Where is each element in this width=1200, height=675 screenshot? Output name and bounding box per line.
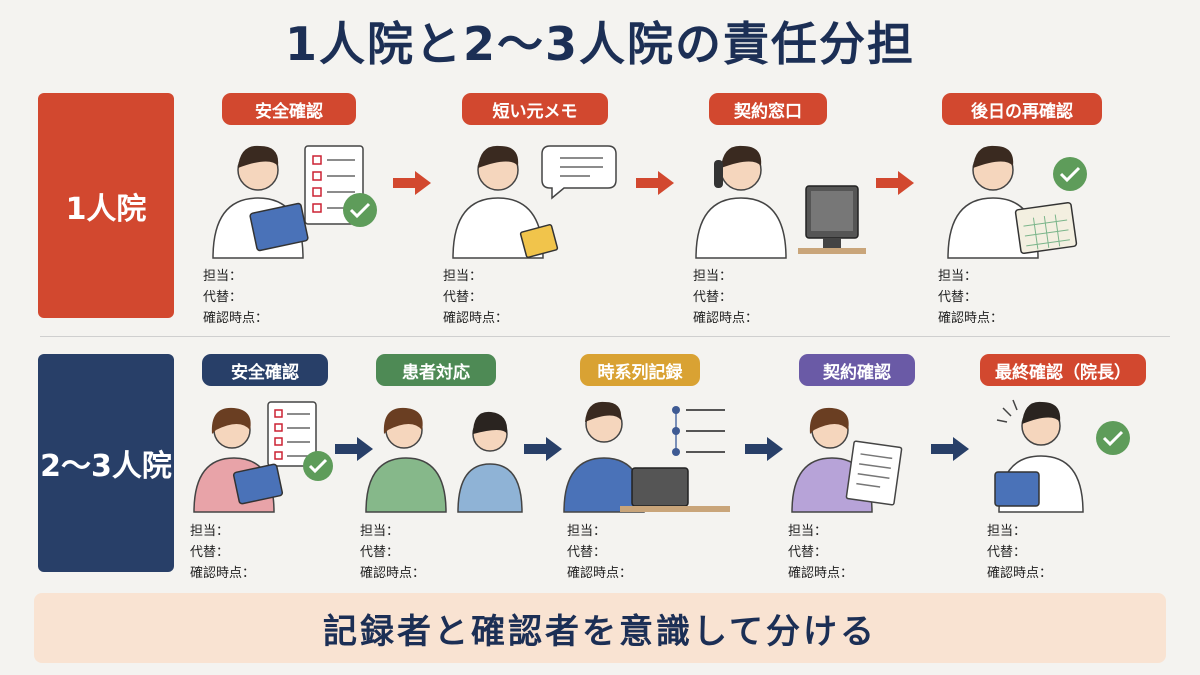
field-kakunin: 確認時点： (203, 311, 269, 326)
field-block: 担当： 代替： 確認時点： (938, 266, 1003, 329)
field-daitai: 代替： (938, 290, 978, 305)
page-title: 1人院と2～3人院の責任分担 (284, 17, 916, 71)
field-daitai: 代替： (360, 545, 400, 560)
nurse-clipboard-illustration (193, 401, 333, 513)
field-tanto: 担当： (788, 524, 828, 539)
field-daitai: 代替： (987, 545, 1027, 560)
field-tanto: 担当： (693, 269, 733, 284)
field-kakunin: 確認時点： (938, 311, 1004, 326)
field-tanto: 担当： (567, 524, 607, 539)
field-daitai: 代替： (567, 545, 607, 560)
arrow-right-icon (745, 437, 783, 461)
row-label-small-team: 2～3人院 (38, 354, 174, 572)
arrow-right-icon (524, 437, 562, 461)
field-block: 担当： 代替： 確認時点： (788, 521, 853, 584)
calendar-person-illustration (947, 145, 1087, 259)
patient-conversation-illustration (365, 407, 523, 513)
field-block: 担当： 代替： 確認時点： (203, 266, 268, 329)
step-pill: 安全確認 (222, 93, 356, 125)
footer-message: 記録者と確認者を意識して分ける (34, 593, 1166, 663)
document-review-illustration (791, 407, 903, 513)
field-kakunin: 確認時点： (788, 566, 854, 581)
laptop-record-illustration (563, 401, 730, 513)
field-tanto: 担当： (938, 269, 978, 284)
field-kakunin: 確認時点： (443, 311, 509, 326)
arrow-right-icon (636, 171, 674, 195)
field-daitai: 代替： (203, 290, 243, 305)
field-kakunin: 確認時点： (360, 566, 426, 581)
field-daitai: 代替： (788, 545, 828, 560)
arrow-right-icon (931, 437, 969, 461)
step-pill: 安全確認 (202, 354, 328, 386)
step-pill: 契約窓口 (709, 93, 827, 125)
step-pill: 短い元メモ (462, 93, 608, 125)
field-daitai: 代替： (443, 290, 483, 305)
arrow-right-icon (393, 171, 431, 195)
field-block: 担当： 代替： 確認時点： (987, 521, 1052, 584)
step-pill: 患者対応 (376, 354, 496, 386)
field-daitai: 代替： (693, 290, 733, 305)
arrow-right-icon (335, 437, 373, 461)
step-pill: 契約確認 (799, 354, 915, 386)
director-final-check-illustration (994, 399, 1130, 513)
field-block: 担当： 代替： 確認時点： (693, 266, 758, 329)
field-block: 担当： 代替： 確認時点： (190, 521, 255, 584)
step-pill: 最終確認（院長） (980, 354, 1146, 386)
phone-computer-illustration (695, 145, 866, 259)
field-block: 担当： 代替： 確認時点： (360, 521, 425, 584)
step-pill: 後日の再確認 (942, 93, 1102, 125)
field-tanto: 担当： (203, 269, 243, 284)
field-kakunin: 確認時点： (693, 311, 759, 326)
row-label-single: 1人院 (38, 93, 174, 318)
field-block: 担当： 代替： 確認時点： (443, 266, 508, 329)
field-tanto: 担当： (360, 524, 400, 539)
field-daitai: 代替： (190, 545, 230, 560)
step-pill: 時系列記録 (580, 354, 700, 386)
field-tanto: 担当： (443, 269, 483, 284)
field-block: 担当： 代替： 確認時点： (567, 521, 632, 584)
field-kakunin: 確認時点： (987, 566, 1053, 581)
field-kakunin: 確認時点： (190, 566, 256, 581)
field-tanto: 担当： (987, 524, 1027, 539)
arrow-right-icon (876, 171, 914, 195)
row-divider (40, 336, 1170, 337)
field-tanto: 担当： (190, 524, 230, 539)
clipboard-person-illustration (212, 145, 377, 259)
memo-person-illustration (452, 145, 617, 259)
field-kakunin: 確認時点： (567, 566, 633, 581)
